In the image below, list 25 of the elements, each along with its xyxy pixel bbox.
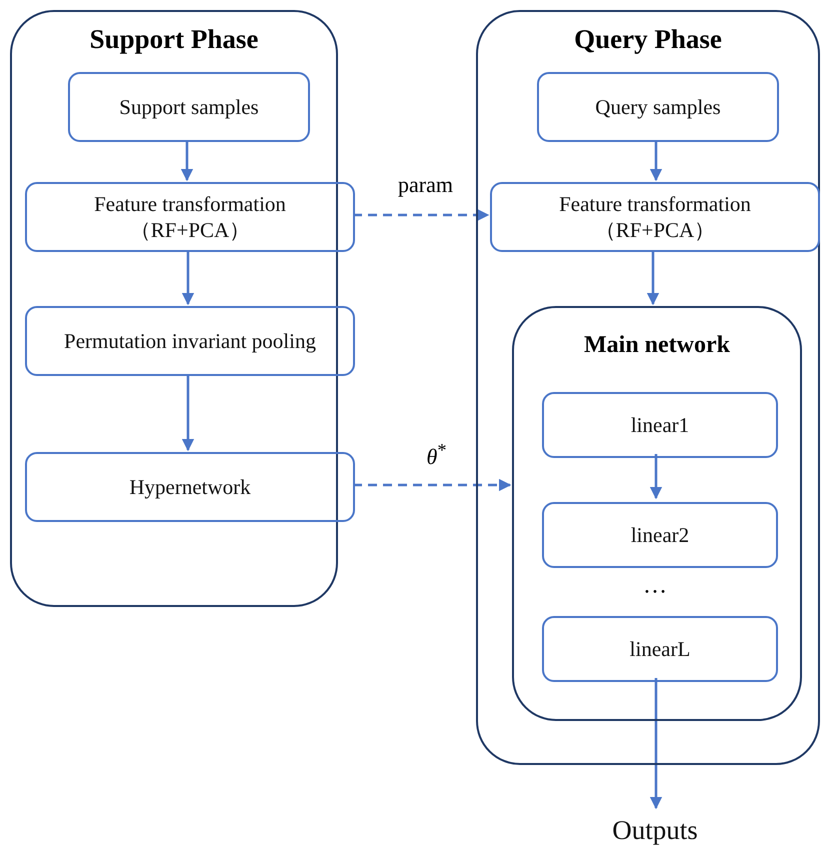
arrow bbox=[650, 454, 662, 500]
process-box: Feature transformation （RF+PCA） bbox=[25, 182, 355, 252]
panel-title: Support Phase bbox=[88, 24, 260, 55]
arrow bbox=[182, 250, 194, 306]
arrow bbox=[646, 250, 660, 306]
panel-title: Main network bbox=[583, 332, 731, 359]
process-box: Feature transformation （RF+PCA） bbox=[490, 182, 820, 252]
process-box: Permutation invariant pooling bbox=[25, 306, 355, 376]
process-box: Hypernetwork bbox=[25, 452, 355, 522]
output-label: Outputs bbox=[595, 808, 715, 852]
arrow bbox=[180, 140, 194, 182]
arrow bbox=[353, 208, 490, 222]
arrow bbox=[353, 478, 512, 492]
phase-panel bbox=[476, 10, 820, 765]
phase-panel bbox=[512, 306, 802, 721]
arrow bbox=[650, 140, 662, 182]
process-box: linear2 bbox=[542, 502, 778, 568]
panel-title: Query Phase bbox=[573, 24, 723, 55]
process-box: Query samples bbox=[537, 72, 779, 142]
process-box: linearL bbox=[542, 616, 778, 682]
arrow bbox=[650, 678, 662, 810]
arrow bbox=[182, 374, 194, 452]
process-box: linear1 bbox=[542, 392, 778, 458]
ellipsis-label: … bbox=[643, 572, 667, 600]
process-box: Support samples bbox=[68, 72, 310, 142]
